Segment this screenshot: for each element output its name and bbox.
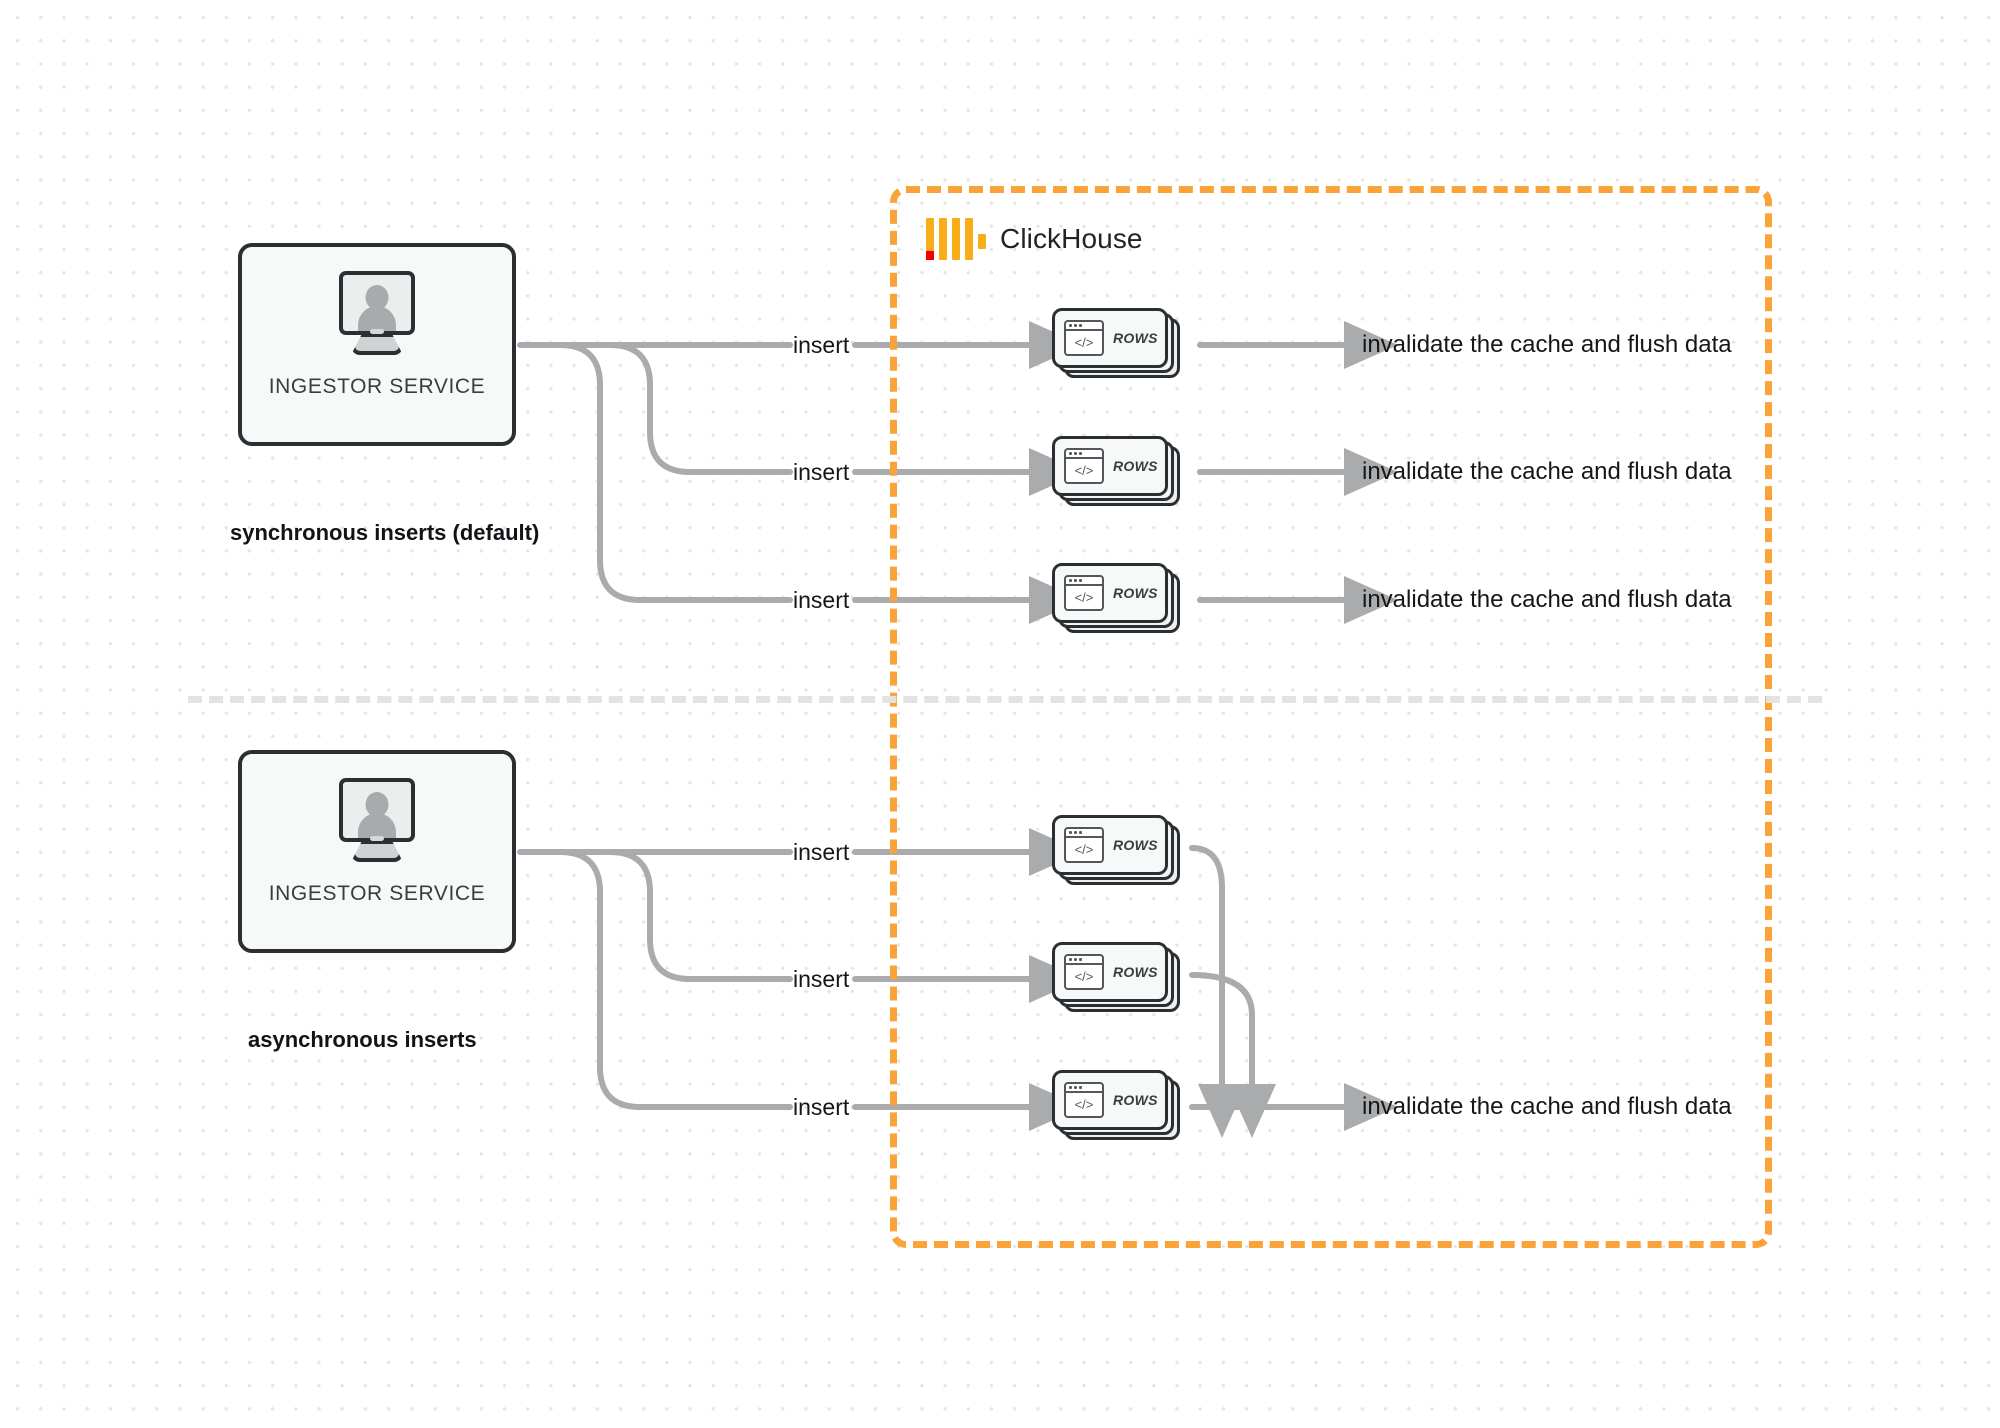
window-dot — [1079, 324, 1082, 327]
window-dot — [1069, 579, 1072, 582]
code-window-icon: </> — [1064, 320, 1104, 356]
rows-card-label: ROWS — [1113, 585, 1158, 601]
user-head — [365, 792, 389, 817]
rows-card-async-3[interactable]: </> ROWS — [1052, 1070, 1180, 1140]
card-front: </> ROWS — [1052, 942, 1168, 1002]
ingestor-service-async[interactable]: INGESTOR SERVICE — [238, 750, 516, 953]
rows-card-sync-3[interactable]: </> ROWS — [1052, 563, 1180, 633]
caption-asynchronous: asynchronous inserts — [248, 1027, 477, 1052]
code-window-icon: </> — [1064, 575, 1104, 611]
ingestor-service-label: INGESTOR SERVICE — [268, 882, 486, 905]
window-dot — [1069, 1086, 1072, 1089]
user-body — [358, 813, 396, 838]
rows-card-async-1[interactable]: </> ROWS — [1052, 815, 1180, 885]
window-dot — [1074, 452, 1077, 455]
monitor-stand — [351, 333, 403, 355]
user-head — [365, 285, 389, 310]
code-glyph: </> — [1074, 969, 1094, 984]
card-front: </> ROWS — [1052, 563, 1168, 623]
code-glyph: </> — [1074, 590, 1094, 605]
output-label-sync-1: invalidate the cache and flush data — [1362, 331, 1732, 358]
rows-card-sync-2[interactable]: </> ROWS — [1052, 436, 1180, 506]
window-dot — [1079, 1086, 1082, 1089]
rows-card-label: ROWS — [1113, 964, 1158, 980]
window-titlebar — [1066, 829, 1102, 838]
code-glyph: </> — [1074, 842, 1094, 857]
window-dot — [1074, 324, 1077, 327]
code-window-icon: </> — [1064, 1082, 1104, 1118]
output-label-sync-3: invalidate the cache and flush data — [1362, 586, 1732, 613]
clickhouse-brand: ClickHouse — [926, 218, 1143, 260]
card-front: </> ROWS — [1052, 436, 1168, 496]
window-titlebar — [1066, 1084, 1102, 1093]
rows-card-label: ROWS — [1113, 458, 1158, 474]
code-window-icon: </> — [1064, 448, 1104, 484]
logo-bar-3 — [952, 218, 960, 260]
section-divider — [188, 696, 1822, 703]
monitor-user-icon — [329, 778, 425, 866]
window-titlebar — [1066, 956, 1102, 965]
monitor-notch — [370, 329, 384, 334]
window-titlebar — [1066, 450, 1102, 459]
user-body — [358, 306, 396, 331]
insert-label-async-1: insert — [793, 839, 850, 865]
logo-bar-small — [978, 234, 986, 249]
insert-label-async-2: insert — [793, 966, 850, 992]
rows-card-async-2[interactable]: </> ROWS — [1052, 942, 1180, 1012]
rows-card-label: ROWS — [1113, 330, 1158, 346]
rows-card-label: ROWS — [1113, 837, 1158, 853]
caption-synchronous: synchronous inserts (default) — [230, 520, 540, 545]
window-dot — [1074, 1086, 1077, 1089]
logo-bar-1 — [926, 218, 934, 260]
monitor-user-icon — [329, 271, 425, 359]
window-dot — [1069, 452, 1072, 455]
window-dot — [1069, 324, 1072, 327]
clickhouse-label: ClickHouse — [1000, 223, 1143, 254]
monitor-notch — [370, 836, 384, 841]
insert-label-sync-1: insert — [793, 332, 850, 358]
clickhouse-boundary — [890, 186, 1772, 1248]
card-front: </> ROWS — [1052, 815, 1168, 875]
code-window-icon: </> — [1064, 827, 1104, 863]
code-window-icon: </> — [1064, 954, 1104, 990]
insert-label-async-3: insert — [793, 1094, 850, 1120]
window-dot — [1069, 831, 1072, 834]
code-glyph: </> — [1074, 335, 1094, 350]
code-glyph: </> — [1074, 1097, 1094, 1112]
monitor-stand — [351, 840, 403, 862]
window-dot — [1079, 579, 1082, 582]
insert-label-sync-3: insert — [793, 587, 850, 613]
card-front: </> ROWS — [1052, 1070, 1168, 1130]
window-dot — [1079, 452, 1082, 455]
window-dot — [1074, 579, 1077, 582]
output-label-sync-2: invalidate the cache and flush data — [1362, 458, 1732, 485]
insert-label-sync-2: insert — [793, 459, 850, 485]
window-dot — [1069, 958, 1072, 961]
monitor-screen — [339, 271, 415, 335]
ingestor-service-sync[interactable]: INGESTOR SERVICE — [238, 243, 516, 446]
ingestor-service-label: INGESTOR SERVICE — [268, 375, 486, 398]
code-glyph: </> — [1074, 463, 1094, 478]
window-titlebar — [1066, 322, 1102, 331]
window-dot — [1074, 958, 1077, 961]
clickhouse-logo-icon — [926, 218, 986, 260]
window-titlebar — [1066, 577, 1102, 586]
window-dot — [1074, 831, 1077, 834]
logo-bar-4 — [965, 218, 973, 260]
card-front: </> ROWS — [1052, 308, 1168, 368]
logo-bar-2 — [939, 218, 947, 260]
output-label-async-merged: invalidate the cache and flush data — [1362, 1093, 1732, 1120]
monitor-screen — [339, 778, 415, 842]
rows-card-label: ROWS — [1113, 1092, 1158, 1108]
logo-accent-square — [926, 251, 934, 260]
rows-card-sync-1[interactable]: </> ROWS — [1052, 308, 1180, 378]
window-dot — [1079, 958, 1082, 961]
window-dot — [1079, 831, 1082, 834]
